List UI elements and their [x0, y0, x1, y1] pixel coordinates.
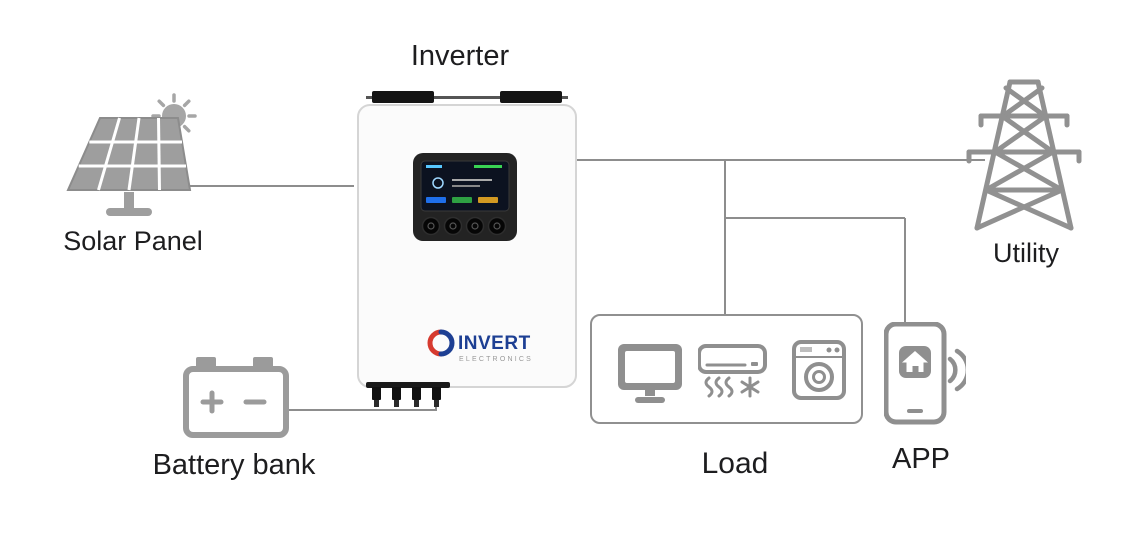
mount-bracket: [366, 96, 568, 99]
battery-bank-label: Battery bank: [152, 449, 316, 481]
brand-logo: INVERT ELECTRONICS: [427, 329, 533, 363]
panel-stand: [124, 192, 134, 208]
inverter-device: INVERT ELECTRONICS: [357, 91, 577, 407]
load-label: Load: [701, 447, 769, 480]
solar-panel-label: Solar Panel: [63, 226, 203, 256]
brand-name: INVERT: [458, 333, 531, 354]
panel-grid: [78, 117, 186, 191]
snowflake-icon: [740, 376, 760, 398]
air-conditioner-icon: [698, 344, 767, 398]
smartphone-icon: [884, 322, 966, 425]
heatsink-left: [372, 91, 434, 103]
battery-icon: [183, 357, 289, 438]
control-buttons: [421, 216, 507, 236]
airflow-waves: [704, 376, 734, 398]
logo-swirl-blue: [438, 329, 455, 357]
panel-base: [106, 208, 152, 216]
washing-machine-icon: [792, 340, 846, 400]
inverter-title: Inverter: [410, 40, 510, 72]
app-label: APP: [891, 443, 951, 475]
utility-label: Utility: [993, 238, 1059, 268]
wifi-icon: [947, 348, 966, 392]
battery-body: [183, 366, 289, 438]
inverter-body: [357, 104, 577, 388]
home-icon: [899, 346, 931, 378]
utility-tower-icon: [966, 79, 1082, 231]
load-box: [590, 314, 863, 424]
monitor-icon: [618, 344, 682, 403]
heatsink-right: [500, 91, 562, 103]
logo-swirl-red: [427, 329, 444, 357]
solar-panel-icon: [66, 93, 197, 216]
lcd-graphics: [426, 165, 502, 203]
battery-polarity: [200, 390, 267, 414]
bottom-connectors: [366, 382, 450, 407]
brand-subtitle: ELECTRONICS: [459, 356, 533, 363]
